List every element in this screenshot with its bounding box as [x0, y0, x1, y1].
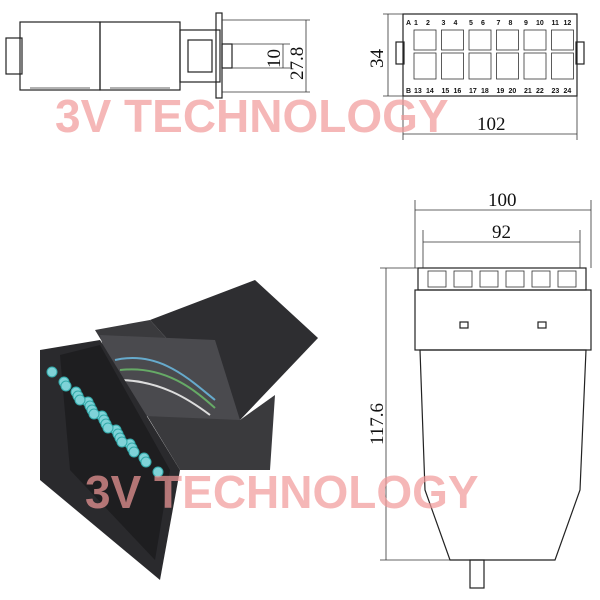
row-b-label: B [406, 88, 411, 95]
port-label-a: 12 [564, 20, 572, 27]
port-label-a: 8 [509, 20, 513, 27]
port-label-b: 21 [524, 88, 532, 95]
dim-side-10: 10 [264, 49, 285, 68]
dim-top-100: 100 [488, 190, 517, 211]
top-adapter [453, 270, 473, 288]
adapter-port-bottom [523, 52, 547, 80]
port-label-b: 22 [536, 88, 544, 95]
port-label-b: 16 [454, 88, 462, 95]
lc-adapter [74, 394, 86, 406]
port-label-a: 5 [469, 20, 473, 27]
port-label-a: 2 [426, 20, 430, 27]
port-label-a: 10 [536, 20, 544, 27]
row-a-label: A [406, 20, 411, 27]
lc-adapter [140, 456, 152, 468]
port-label-b: 24 [564, 88, 572, 95]
top-adapter [505, 270, 525, 288]
adapter-port-bottom [413, 52, 437, 80]
port-label-a: 7 [497, 20, 501, 27]
adapter-port-bottom [468, 52, 492, 80]
adapter-port-top [523, 29, 547, 51]
port-label-b: 15 [442, 88, 450, 95]
lc-adapter [128, 446, 140, 458]
top-view-drawing [380, 200, 592, 589]
port-label-a: 11 [552, 20, 560, 27]
watermark-top: 3V TECHNOLOGY [55, 90, 449, 142]
product-photo [40, 280, 318, 580]
port-label-b: 13 [414, 88, 422, 95]
top-adapter [531, 270, 551, 288]
port-label-b: 17 [469, 88, 477, 95]
adapter-port-bottom [441, 52, 464, 80]
adapter-port-top [441, 29, 464, 51]
port-label-b: 18 [481, 88, 489, 95]
watermark-bottom: 3V TECHNOLOGY [85, 466, 479, 518]
port-label-b: 20 [509, 88, 517, 95]
top-adapter [557, 270, 577, 288]
port-label-b: 23 [552, 88, 560, 95]
port-label-a: 6 [481, 20, 485, 27]
adapter-port-top [413, 29, 437, 51]
port-label-a: 4 [454, 20, 458, 27]
port-label-a: 9 [524, 20, 528, 27]
port-label-b: 19 [497, 88, 505, 95]
dim-side-27-8: 27.8 [287, 47, 308, 80]
port-label-b: 14 [426, 88, 434, 95]
side-view-drawing [5, 12, 310, 99]
top-adapter [479, 270, 499, 288]
lc-adapter [46, 366, 58, 378]
lc-adapter [116, 436, 128, 448]
adapter-port-top [551, 29, 574, 51]
port-label-a: 3 [442, 20, 446, 27]
dim-front-102: 102 [477, 114, 506, 135]
adapter-port-bottom [496, 52, 519, 80]
adapter-port-top [468, 29, 492, 51]
lc-adapter [152, 466, 164, 478]
top-adapter [427, 270, 447, 288]
dim-front-34: 34 [367, 49, 388, 69]
front-view-drawing [383, 13, 585, 140]
adapter-port-bottom [551, 52, 574, 80]
dim-top-117-6: 117.6 [367, 403, 388, 445]
lc-adapter [102, 422, 114, 434]
lc-adapter [60, 380, 72, 392]
adapter-port-top [496, 29, 519, 51]
lc-adapter [88, 408, 100, 420]
dim-top-92: 92 [492, 222, 511, 243]
port-label-a: 1 [414, 20, 418, 27]
